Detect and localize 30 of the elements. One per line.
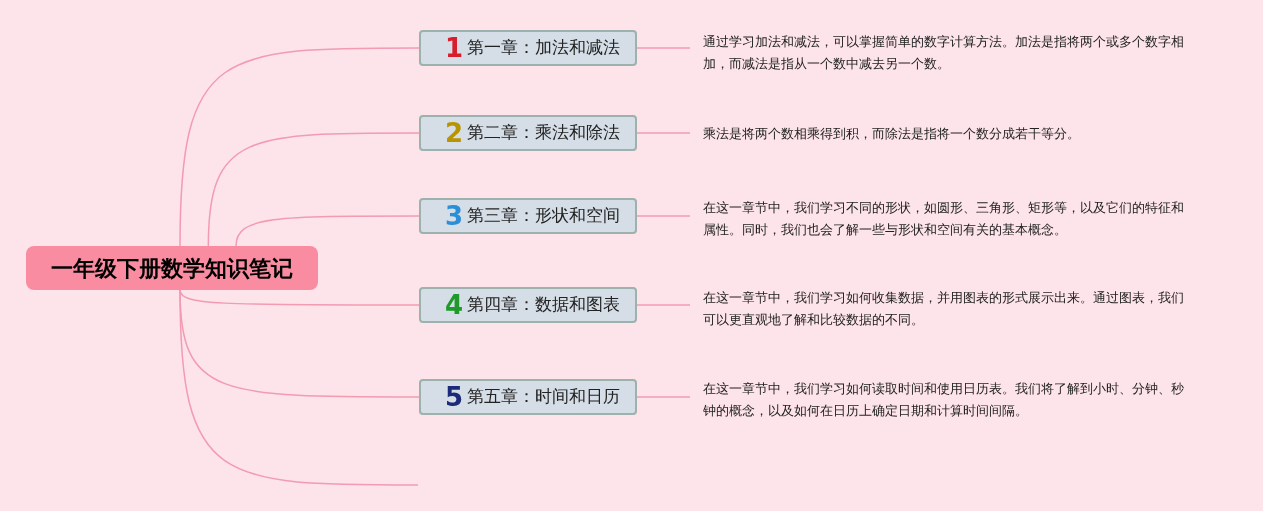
connector-line <box>179 289 419 486</box>
chapter-title: 第二章：乘法和除法 <box>467 121 621 145</box>
chapter-number: 5 <box>445 384 464 410</box>
chapter-box <box>419 198 637 234</box>
description-text: 在这一章节中，我们学习不同的形状，如圆形、三角形、矩形等，以及它们的特征和属性。同时，我们也会了解一些与形状和空间有关的基本概念。 <box>703 197 1195 241</box>
connector-line <box>207 132 420 247</box>
chapter-box <box>419 379 637 415</box>
chapter-title: 第五章：时间和日历 <box>467 385 621 409</box>
chapter-box <box>419 287 637 323</box>
connector-line <box>636 304 691 306</box>
connector-line <box>636 47 691 49</box>
chapter-box <box>419 115 637 151</box>
connector-line <box>179 47 420 247</box>
chapter-number: 3 <box>445 203 464 229</box>
chapter-title: 第三章：形状和空间 <box>467 204 621 228</box>
description-text: 通过学习加法和减法，可以掌握简单的数字计算方法。加法是指将两个或多个数字相加，而减法是指从一个数中减去另一个数。 <box>703 31 1195 75</box>
connector-line <box>636 132 691 134</box>
chapter-box <box>419 30 637 66</box>
connector-line <box>636 215 691 217</box>
chapter-title: 第一章：加法和减法 <box>467 36 621 60</box>
connector-line <box>636 396 691 398</box>
chapter-number: 1 <box>445 35 464 61</box>
chapter-title: 第四章：数据和图表 <box>467 293 621 317</box>
chapter-number: 4 <box>445 292 464 318</box>
description-text: 在这一章节中，我们学习如何读取时间和使用日历表。我们将了解到小时、分钟、秒钟的概念，以及如何在日历上确定日期和计算时间间隔。 <box>703 378 1195 422</box>
connector-line <box>235 215 420 247</box>
root-topic: 一年级下册数学知识笔记 <box>26 246 318 290</box>
chapter-number: 2 <box>445 120 464 146</box>
description-text: 乘法是将两个数相乘得到积，而除法是指将一个数分成若干等分。 <box>703 123 1195 145</box>
description-text: 在这一章节中，我们学习如何收集数据，并用图表的形式展示出来。通过图表，我们可以更直观地了解和比较数据的不同。 <box>703 287 1195 331</box>
